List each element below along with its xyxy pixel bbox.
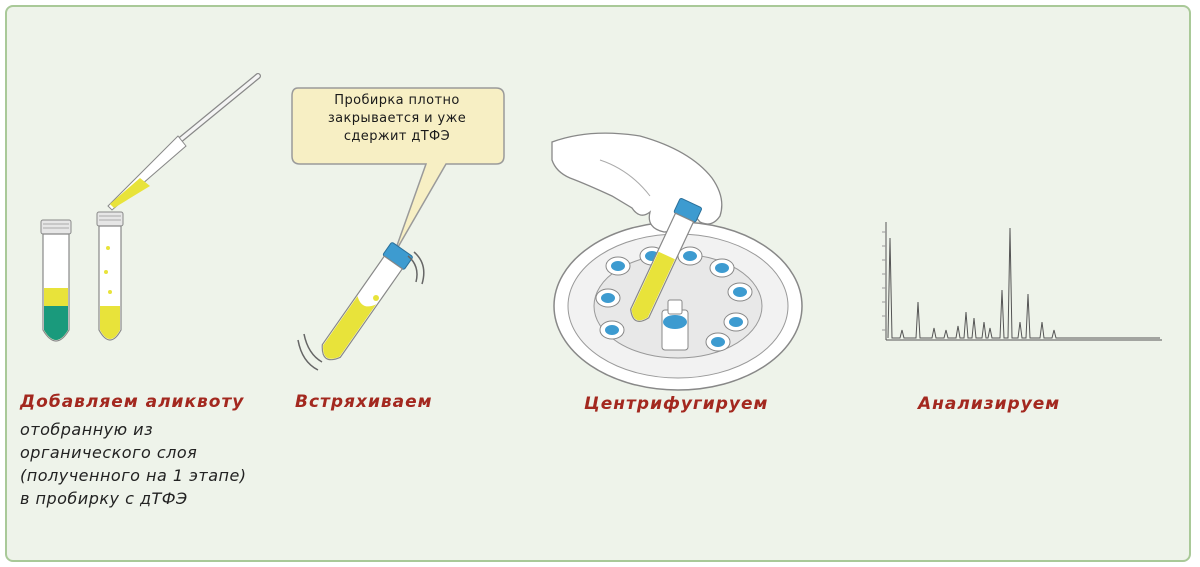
callout-line-2: закрывается и уже	[327, 111, 467, 126]
step-title-analyze: Анализируем	[918, 394, 1061, 414]
centrifuge-tube	[630, 198, 702, 322]
pipette-icon	[107, 73, 261, 211]
callout-line-3: сдержит дТФЭ	[343, 129, 451, 144]
chromatogram-icon	[882, 222, 1162, 341]
callout-line-1: Пробирка плотно	[334, 93, 460, 108]
step-title-centrifuge: Центрифугируем	[584, 394, 769, 414]
test-tube-icon-green	[40, 219, 72, 342]
shaking-tube-icon	[297, 242, 425, 371]
description-line-1: отобранную из	[20, 420, 154, 439]
description-line-3: (полученного на 1 этапе)	[20, 466, 247, 485]
step-description-add-aliquot: отобранную из органического слоя (получе…	[20, 418, 247, 510]
centrifuge-icon	[553, 221, 803, 391]
step-title-shake: Встряхиваем	[295, 392, 433, 412]
description-line-4: в пробирку с дТФЭ	[20, 489, 188, 508]
callout-bubble	[291, 87, 505, 255]
step-title-add-aliquot: Добавляем аликвоту	[20, 392, 245, 412]
description-line-2: органического слоя	[20, 443, 198, 462]
callout-text: Пробирка плотно закрывается и уже сдержи…	[296, 92, 498, 146]
test-tube-icon-yellow	[96, 211, 124, 341]
